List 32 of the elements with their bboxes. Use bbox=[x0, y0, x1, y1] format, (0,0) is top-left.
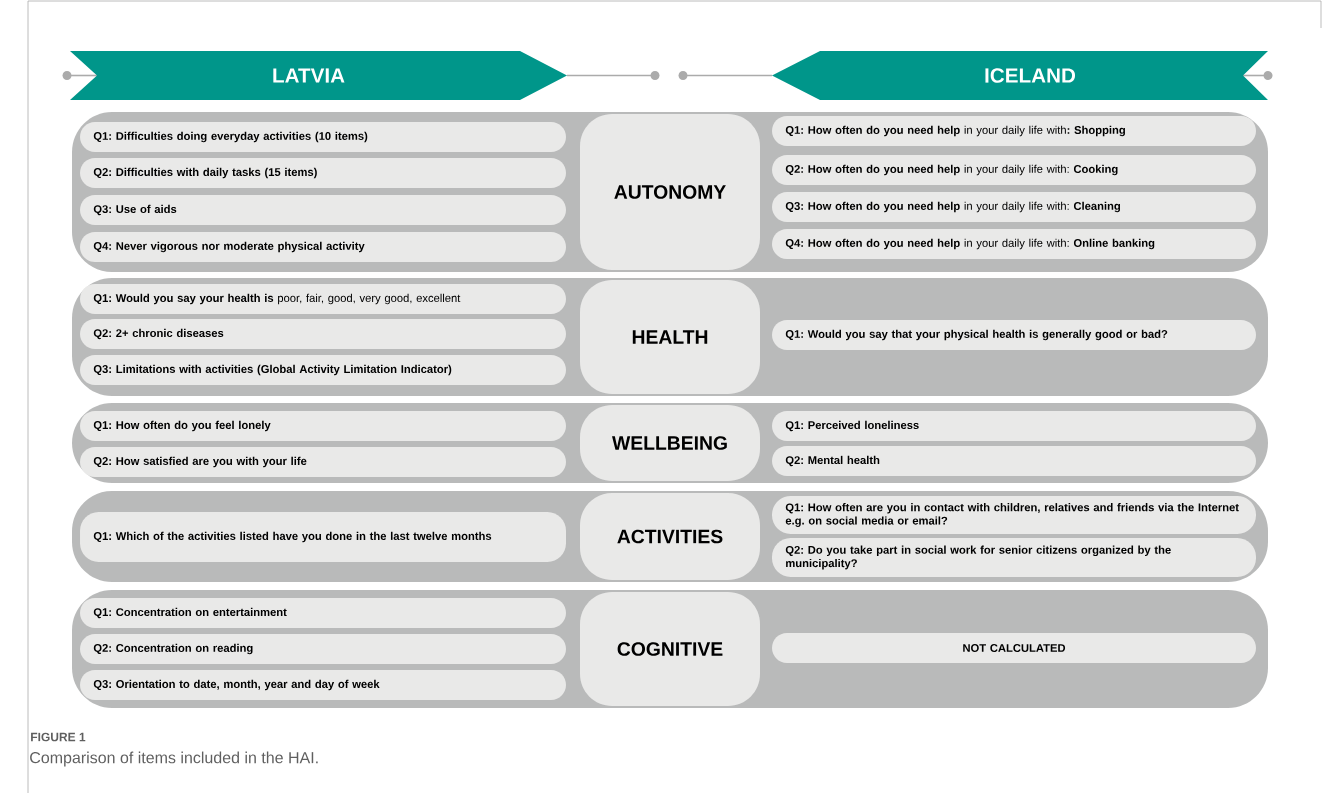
item-pill: Q4: How often do you need help in your daily life with: Online banking bbox=[772, 229, 1256, 259]
item-pill: Q2: How satisfied are you with your life bbox=[80, 447, 566, 477]
item-pill: Q2: 2+ chronic diseases bbox=[80, 319, 566, 349]
category-pill: WELLBEING bbox=[580, 405, 760, 481]
category-pill: AUTONOMY bbox=[580, 114, 760, 270]
item-pill: Q1: How often do you feel lonely bbox=[80, 411, 566, 441]
item-pill: NOT CALCULATED bbox=[772, 633, 1256, 663]
item-pill: Q1: Perceived loneliness bbox=[772, 411, 1256, 441]
item-pill: Q3: Limitations with activities (Global Activity Limitation Indicator) bbox=[80, 355, 566, 385]
banner: LATVIA bbox=[70, 51, 567, 100]
banner: ICELAND bbox=[772, 51, 1268, 100]
item-pill: Q2: How often do you need help in your daily life with: Cooking bbox=[772, 155, 1256, 185]
item-pill: Q1: Concentration on entertainment bbox=[80, 598, 566, 628]
category-pill: COGNITIVE bbox=[580, 592, 760, 706]
item-pill: Q3: How often do you need help in your daily life with: Cleaning bbox=[772, 192, 1256, 222]
item-pill: Q2: Difficulties with daily tasks (15 items) bbox=[80, 158, 566, 188]
item-pill: Q1: How often are you in contact with children, relatives and friends via the Internet e.g. on social media or email? bbox=[772, 496, 1256, 534]
item-pill: Q4: Never vigorous nor moderate physical activity bbox=[80, 232, 566, 262]
item-pill: Q1: How often do you need help in your daily life with: Shopping bbox=[772, 116, 1256, 146]
item-pill: Q2: Do you take part in social work for senior citizens organized by the municipality? bbox=[772, 538, 1256, 577]
item-pill: Q2: Mental health bbox=[772, 446, 1256, 476]
item-pill: Q1: Difficulties doing everyday activities (10 items) bbox=[80, 122, 566, 152]
category-pill: HEALTH bbox=[580, 280, 760, 394]
caption: Comparison of items included in the HAI. bbox=[30, 751, 318, 767]
category-pill: ACTIVITIES bbox=[580, 493, 760, 580]
item-pill: Q1: Would you say that your physical health is generally good or bad? bbox=[772, 320, 1256, 350]
item-pill: Q3: Orientation to date, month, year and day of week bbox=[80, 670, 566, 700]
item-pill: Q2: Concentration on reading bbox=[80, 634, 566, 664]
item-pill: Q1: Which of the activities listed have you done in the last twelve months bbox=[80, 512, 566, 562]
figure-label: FIGURE 1 bbox=[31, 732, 86, 742]
item-pill: Q3: Use of aids bbox=[80, 195, 566, 225]
item-pill: Q1: Would you say your health is poor, fair, good, very good, excellent bbox=[80, 284, 566, 314]
